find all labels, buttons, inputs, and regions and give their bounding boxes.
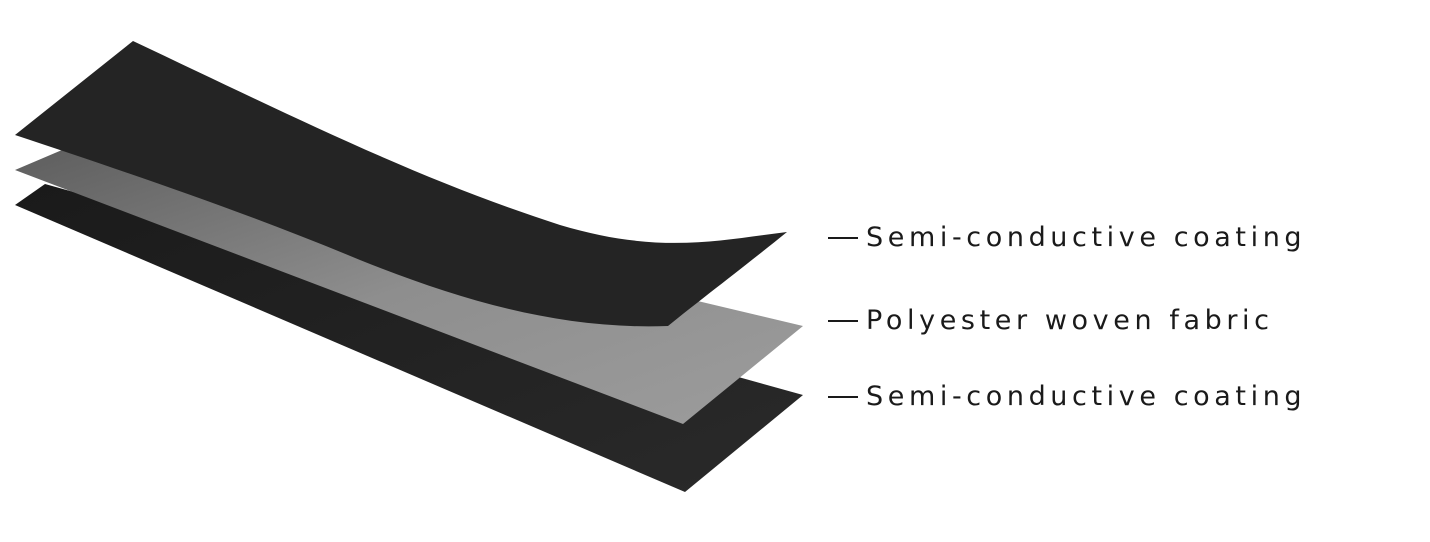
label-text: Semi-conductive coating <box>866 222 1307 253</box>
leader-line <box>828 319 858 322</box>
label-polyester-fabric: Polyester woven fabric <box>828 305 1274 336</box>
leader-line <box>828 395 858 398</box>
leader-line <box>828 236 858 239</box>
polyester-fabric-layer <box>15 150 803 424</box>
label-text: Semi-conductive coating <box>866 381 1307 412</box>
label-bottom-coating: Semi-conductive coating <box>828 381 1306 412</box>
label-text: Polyester woven fabric <box>866 305 1274 336</box>
top-coating-layer <box>15 41 787 327</box>
bottom-coating-layer <box>15 184 803 492</box>
label-top-coating: Semi-conductive coating <box>828 222 1306 253</box>
